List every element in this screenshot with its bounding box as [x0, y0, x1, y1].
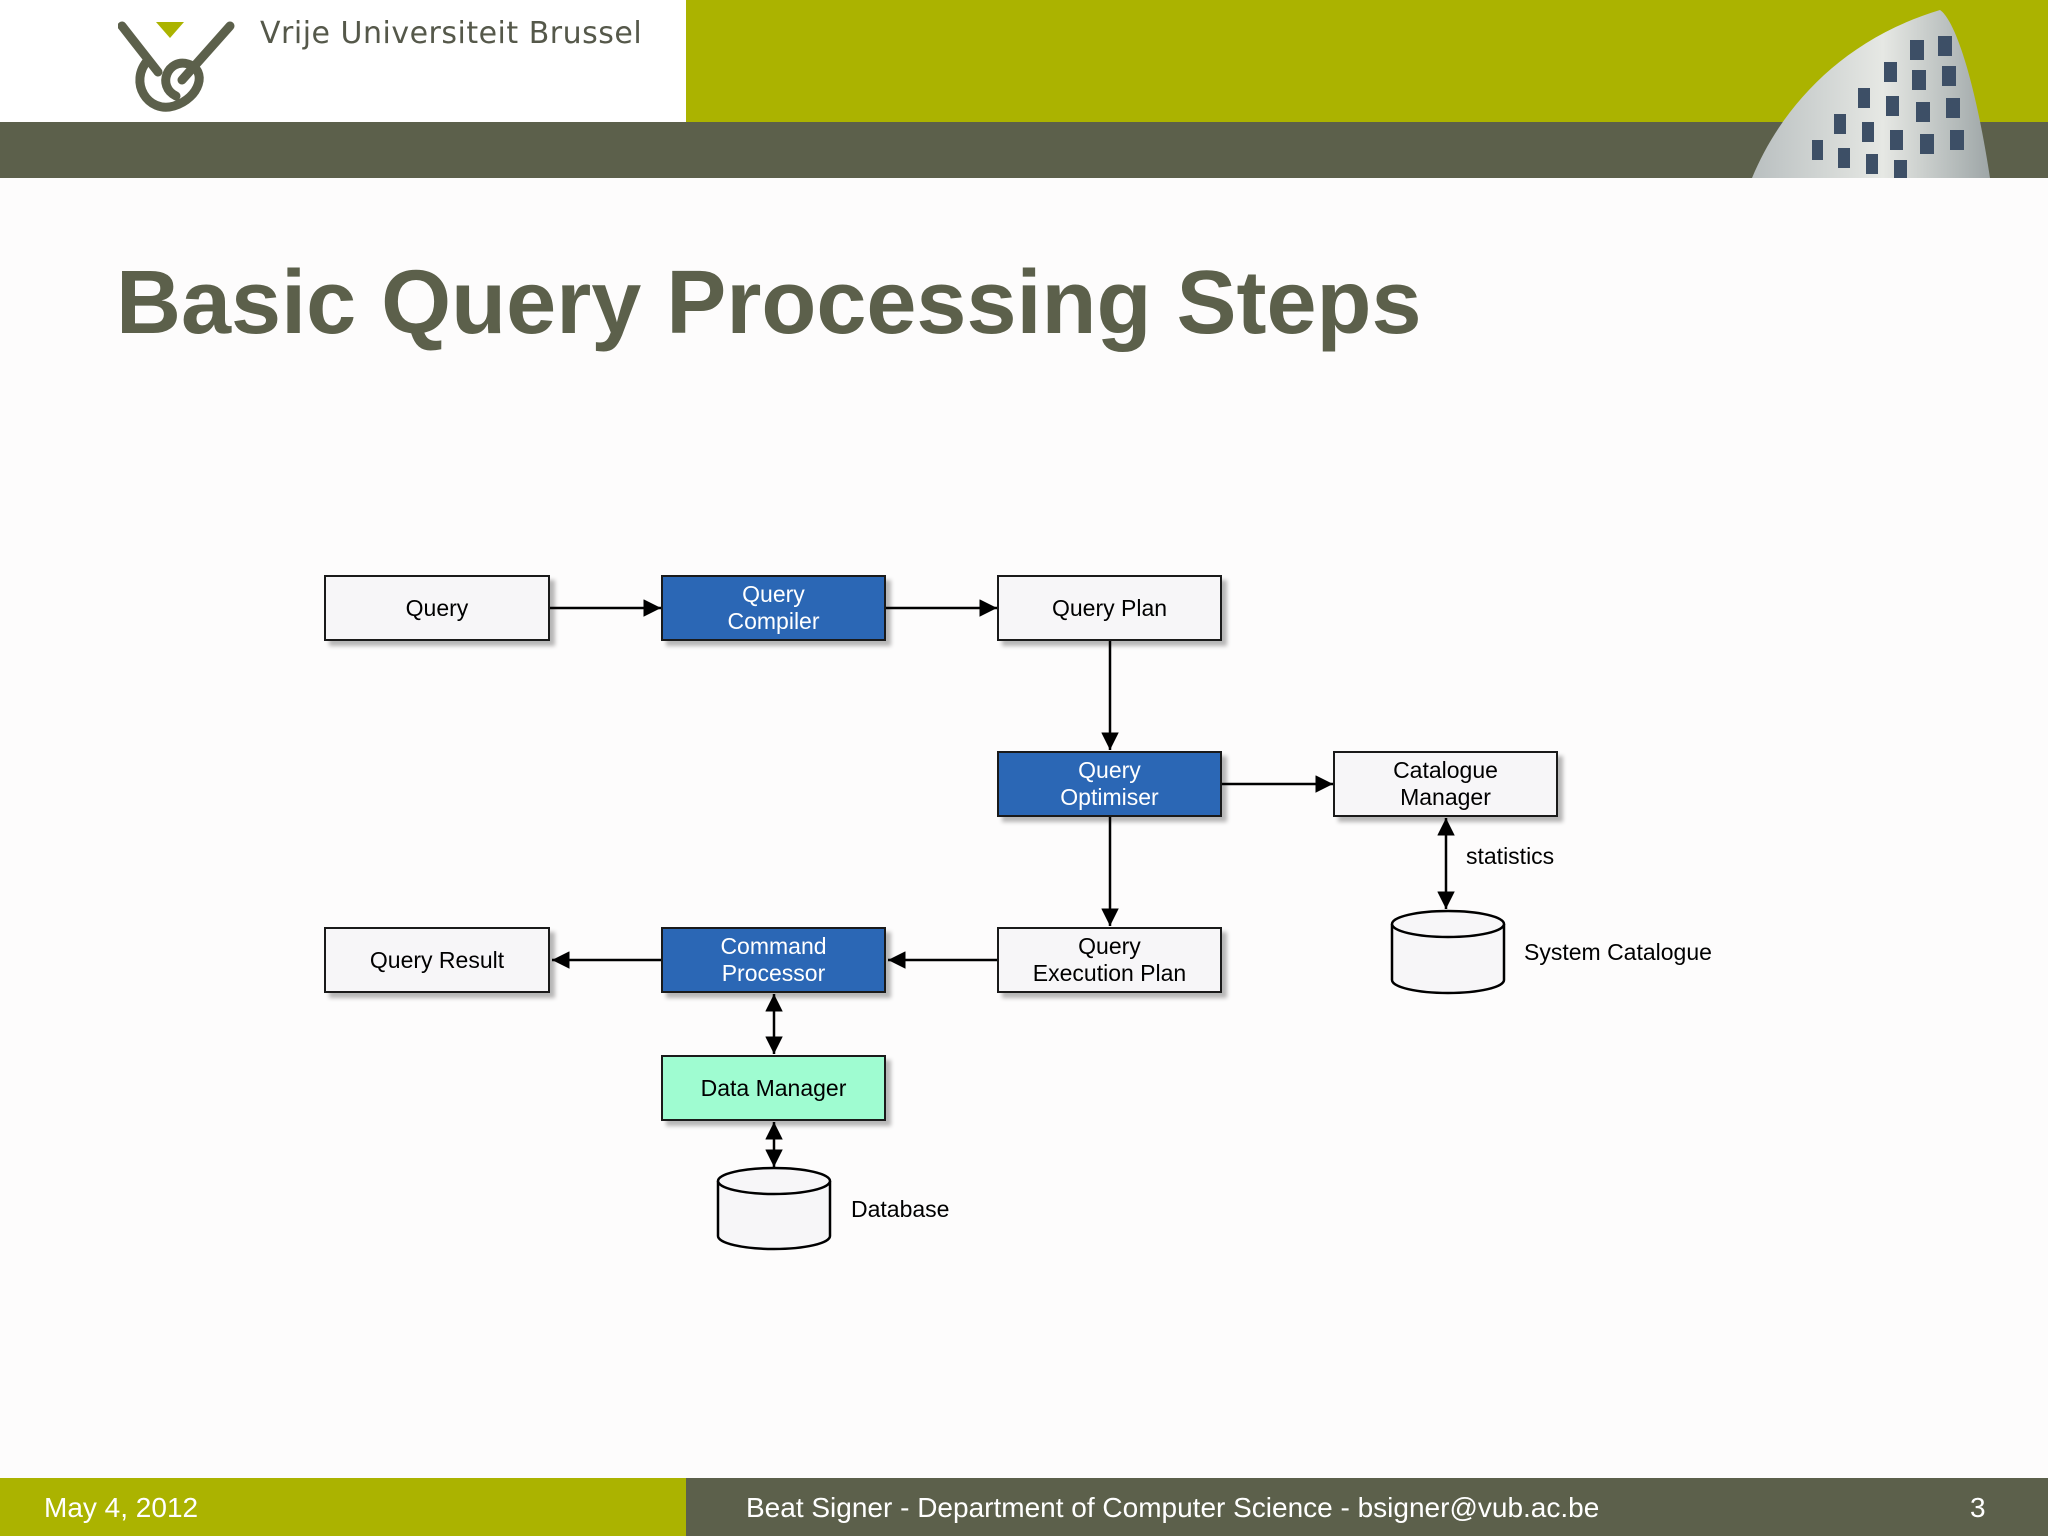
database-cylinder-icon	[716, 1166, 832, 1251]
header-dark-band	[0, 122, 2048, 178]
footer-date: May 4, 2012	[44, 1492, 199, 1523]
footer-dark-bar	[686, 1478, 2048, 1536]
node-command-processor-label: Command Processor	[720, 933, 827, 986]
node-query-plan: Query Plan	[997, 575, 1222, 641]
footer-accent-bar	[0, 1478, 686, 1536]
footer-author-line: Beat Signer - Department of Computer Sci…	[746, 1492, 1600, 1523]
system-catalogue-label: System Catalogue	[1524, 939, 1712, 965]
footer-page-number: 3	[1970, 1492, 1986, 1523]
building-photo-icon	[1752, 10, 1990, 178]
node-catalogue-manager: Catalogue Manager	[1333, 751, 1558, 817]
system-catalogue-cylinder-icon	[1390, 909, 1506, 995]
node-query-label: Query	[405, 594, 469, 621]
node-data-manager-label: Data Manager	[700, 1074, 847, 1101]
node-query-compiler: Query Compiler	[661, 575, 886, 641]
node-data-manager: Data Manager	[661, 1055, 886, 1121]
slide-title: Basic Query Processing Steps	[116, 253, 1422, 353]
node-query-execution-plan-label: Query Execution Plan	[1032, 933, 1187, 986]
node-catalogue-manager-label: Catalogue Manager	[1393, 757, 1498, 810]
node-query-result: Query Result	[324, 927, 550, 993]
database-label: Database	[851, 1196, 950, 1222]
node-query-optimiser-label: Query Optimiser	[1060, 757, 1159, 810]
vub-logo-icon	[118, 21, 235, 112]
node-query-compiler-label: Query Compiler	[727, 581, 820, 634]
university-name: Vrije Universiteit Brussel	[260, 16, 643, 51]
node-query-optimiser: Query Optimiser	[997, 751, 1222, 817]
node-query-result-label: Query Result	[369, 946, 505, 973]
node-query-plan-label: Query Plan	[1051, 594, 1168, 621]
node-query-execution-plan: Query Execution Plan	[997, 927, 1222, 993]
statistics-label: statistics	[1466, 843, 1555, 869]
header-logo-area	[0, 0, 686, 122]
node-command-processor: Command Processor	[661, 927, 886, 993]
node-query: Query	[324, 575, 550, 641]
